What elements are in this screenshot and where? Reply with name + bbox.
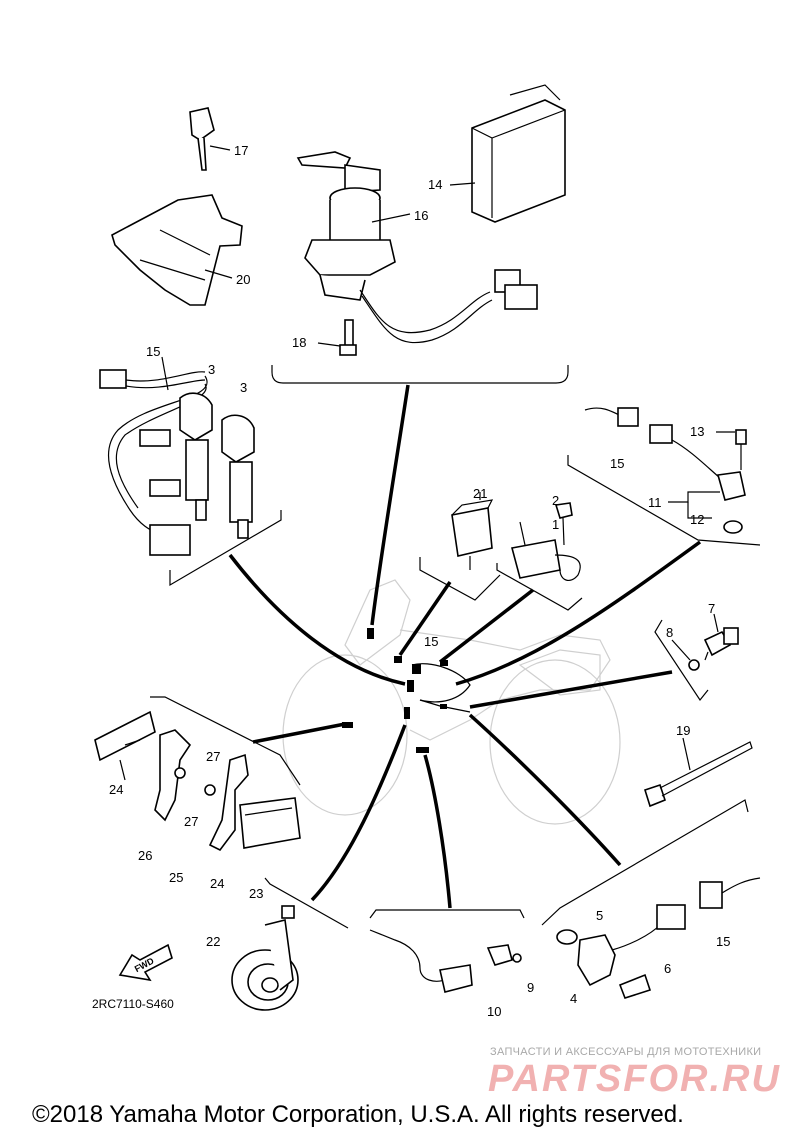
callout-20: 20	[236, 272, 250, 287]
callout-23: 23	[249, 886, 263, 901]
callout-11: 11	[648, 495, 662, 510]
callout-27a: 27	[206, 749, 220, 764]
callout-7: 7	[708, 601, 715, 616]
callout-17: 17	[234, 143, 248, 158]
callout-18: 18	[292, 335, 306, 350]
callout-12: 12	[690, 512, 704, 527]
callout-27b: 27	[184, 814, 198, 829]
callout-6: 6	[664, 961, 671, 976]
callout-3a: 3	[208, 362, 215, 377]
callout-10: 10	[487, 1004, 501, 1019]
relay-21-part	[451, 492, 494, 570]
callout-19: 19	[676, 723, 690, 738]
motorcycle-outline	[282, 579, 621, 825]
diagram-code: 2RC7110-S460	[92, 997, 174, 1011]
ignition-switch-part	[296, 151, 538, 344]
callout-13: 13	[690, 424, 704, 439]
callout-25: 25	[169, 870, 183, 885]
key-part	[189, 107, 231, 171]
copyright-footer: ©2018 Yamaha Motor Corporation, U.S.A. A…	[32, 1101, 684, 1128]
callout-15c: 15	[424, 634, 438, 649]
watermark-brand: PARTSFOR.RU	[488, 1058, 781, 1100]
callout-labels: 1 2 3 3 4 5 6 7 8 9 10 11 12 13 14 15 15…	[109, 143, 730, 1019]
callout-9: 9	[527, 980, 534, 995]
speed-sensor-part	[369, 929, 522, 993]
callout-26: 26	[138, 848, 152, 863]
location-markers	[342, 628, 471, 753]
callout-16: 16	[414, 208, 428, 223]
reflector-bracket-part	[94, 710, 301, 852]
callout-3b: 3	[240, 380, 247, 395]
ecu-part	[449, 84, 566, 223]
wire-harness-left-part	[99, 356, 208, 556]
callout-4: 4	[570, 991, 577, 1006]
fwd-arrow: FWD	[118, 943, 173, 982]
callout-8: 8	[666, 625, 673, 640]
bolt-18-part	[317, 319, 357, 356]
group-brackets	[150, 365, 761, 929]
key-cylinder-cover-part	[111, 194, 243, 306]
callout-15a: 15	[146, 344, 160, 359]
callout-24b: 24	[210, 876, 224, 891]
callout-15b: 15	[610, 456, 624, 471]
callout-5: 5	[596, 908, 603, 923]
callout-21: 21	[473, 486, 487, 501]
ignition-coil-part	[179, 392, 255, 539]
watermark-tagline: ЗАПЧАСТИ И АКСЕССУАРЫ ДЛЯ МОТОТЕХНИКИ	[490, 1046, 762, 1058]
callout-14: 14	[428, 177, 442, 192]
callout-1: 1	[552, 517, 559, 532]
callout-2: 2	[552, 493, 559, 508]
callout-24a: 24	[109, 782, 123, 797]
callout-22: 22	[206, 934, 220, 949]
callout-15d: 15	[716, 934, 730, 949]
sensor-7-8-part	[671, 613, 739, 671]
cable-tie-part	[644, 737, 753, 808]
crank-sensor-part	[584, 407, 747, 534]
sensor-1-part	[511, 502, 581, 582]
horn-part	[231, 905, 299, 1011]
sensor-4-part	[556, 877, 761, 999]
